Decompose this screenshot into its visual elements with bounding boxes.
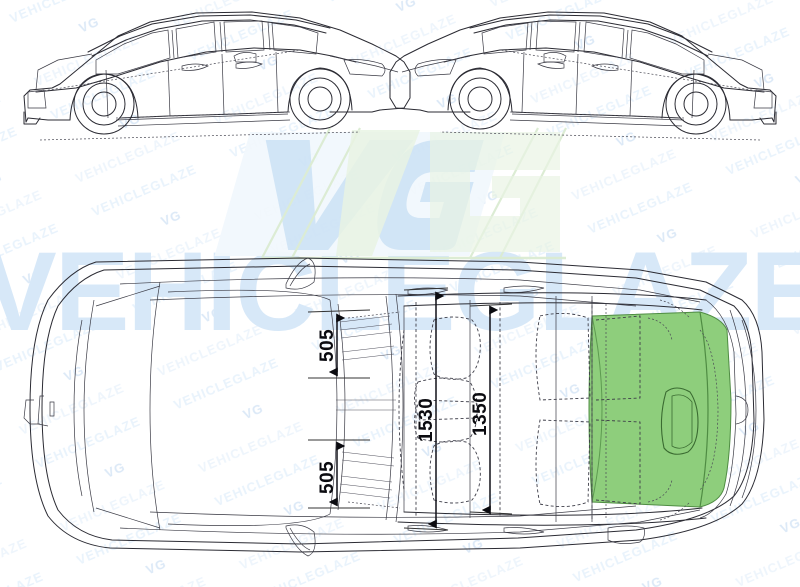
dimension-1530-label: 1530 (416, 398, 437, 442)
dimension-505-lower-label: 505 (317, 461, 338, 494)
rear-windscreen-highlight (588, 311, 732, 508)
dimension-505-upper: 505 (317, 313, 346, 377)
watermark-center-logo (214, 127, 567, 260)
trunk-lid-plan (699, 299, 737, 519)
dimension-1350-label: 1350 (470, 392, 491, 436)
view-side-left (23, 11, 411, 141)
rear-lamp-plan (607, 525, 645, 544)
dimension-505-lower: 505 (317, 441, 346, 507)
body-outline-plan (29, 257, 765, 553)
rear-bumper-plan (729, 309, 757, 507)
bonnet-and-front (23, 281, 331, 531)
interior-detail-dashed (347, 299, 719, 521)
wiper-blades (336, 315, 396, 499)
dimension-layer: 505 505 1530 1350 (307, 287, 513, 531)
view-side-right (389, 11, 777, 141)
dimension-505-upper-label: 505 (317, 329, 338, 362)
side-mirror-top (285, 257, 316, 290)
dimension-1530: 1530 (416, 291, 445, 529)
side-mirror-bottom (285, 524, 316, 557)
dimension-1350: 1350 (470, 305, 499, 515)
